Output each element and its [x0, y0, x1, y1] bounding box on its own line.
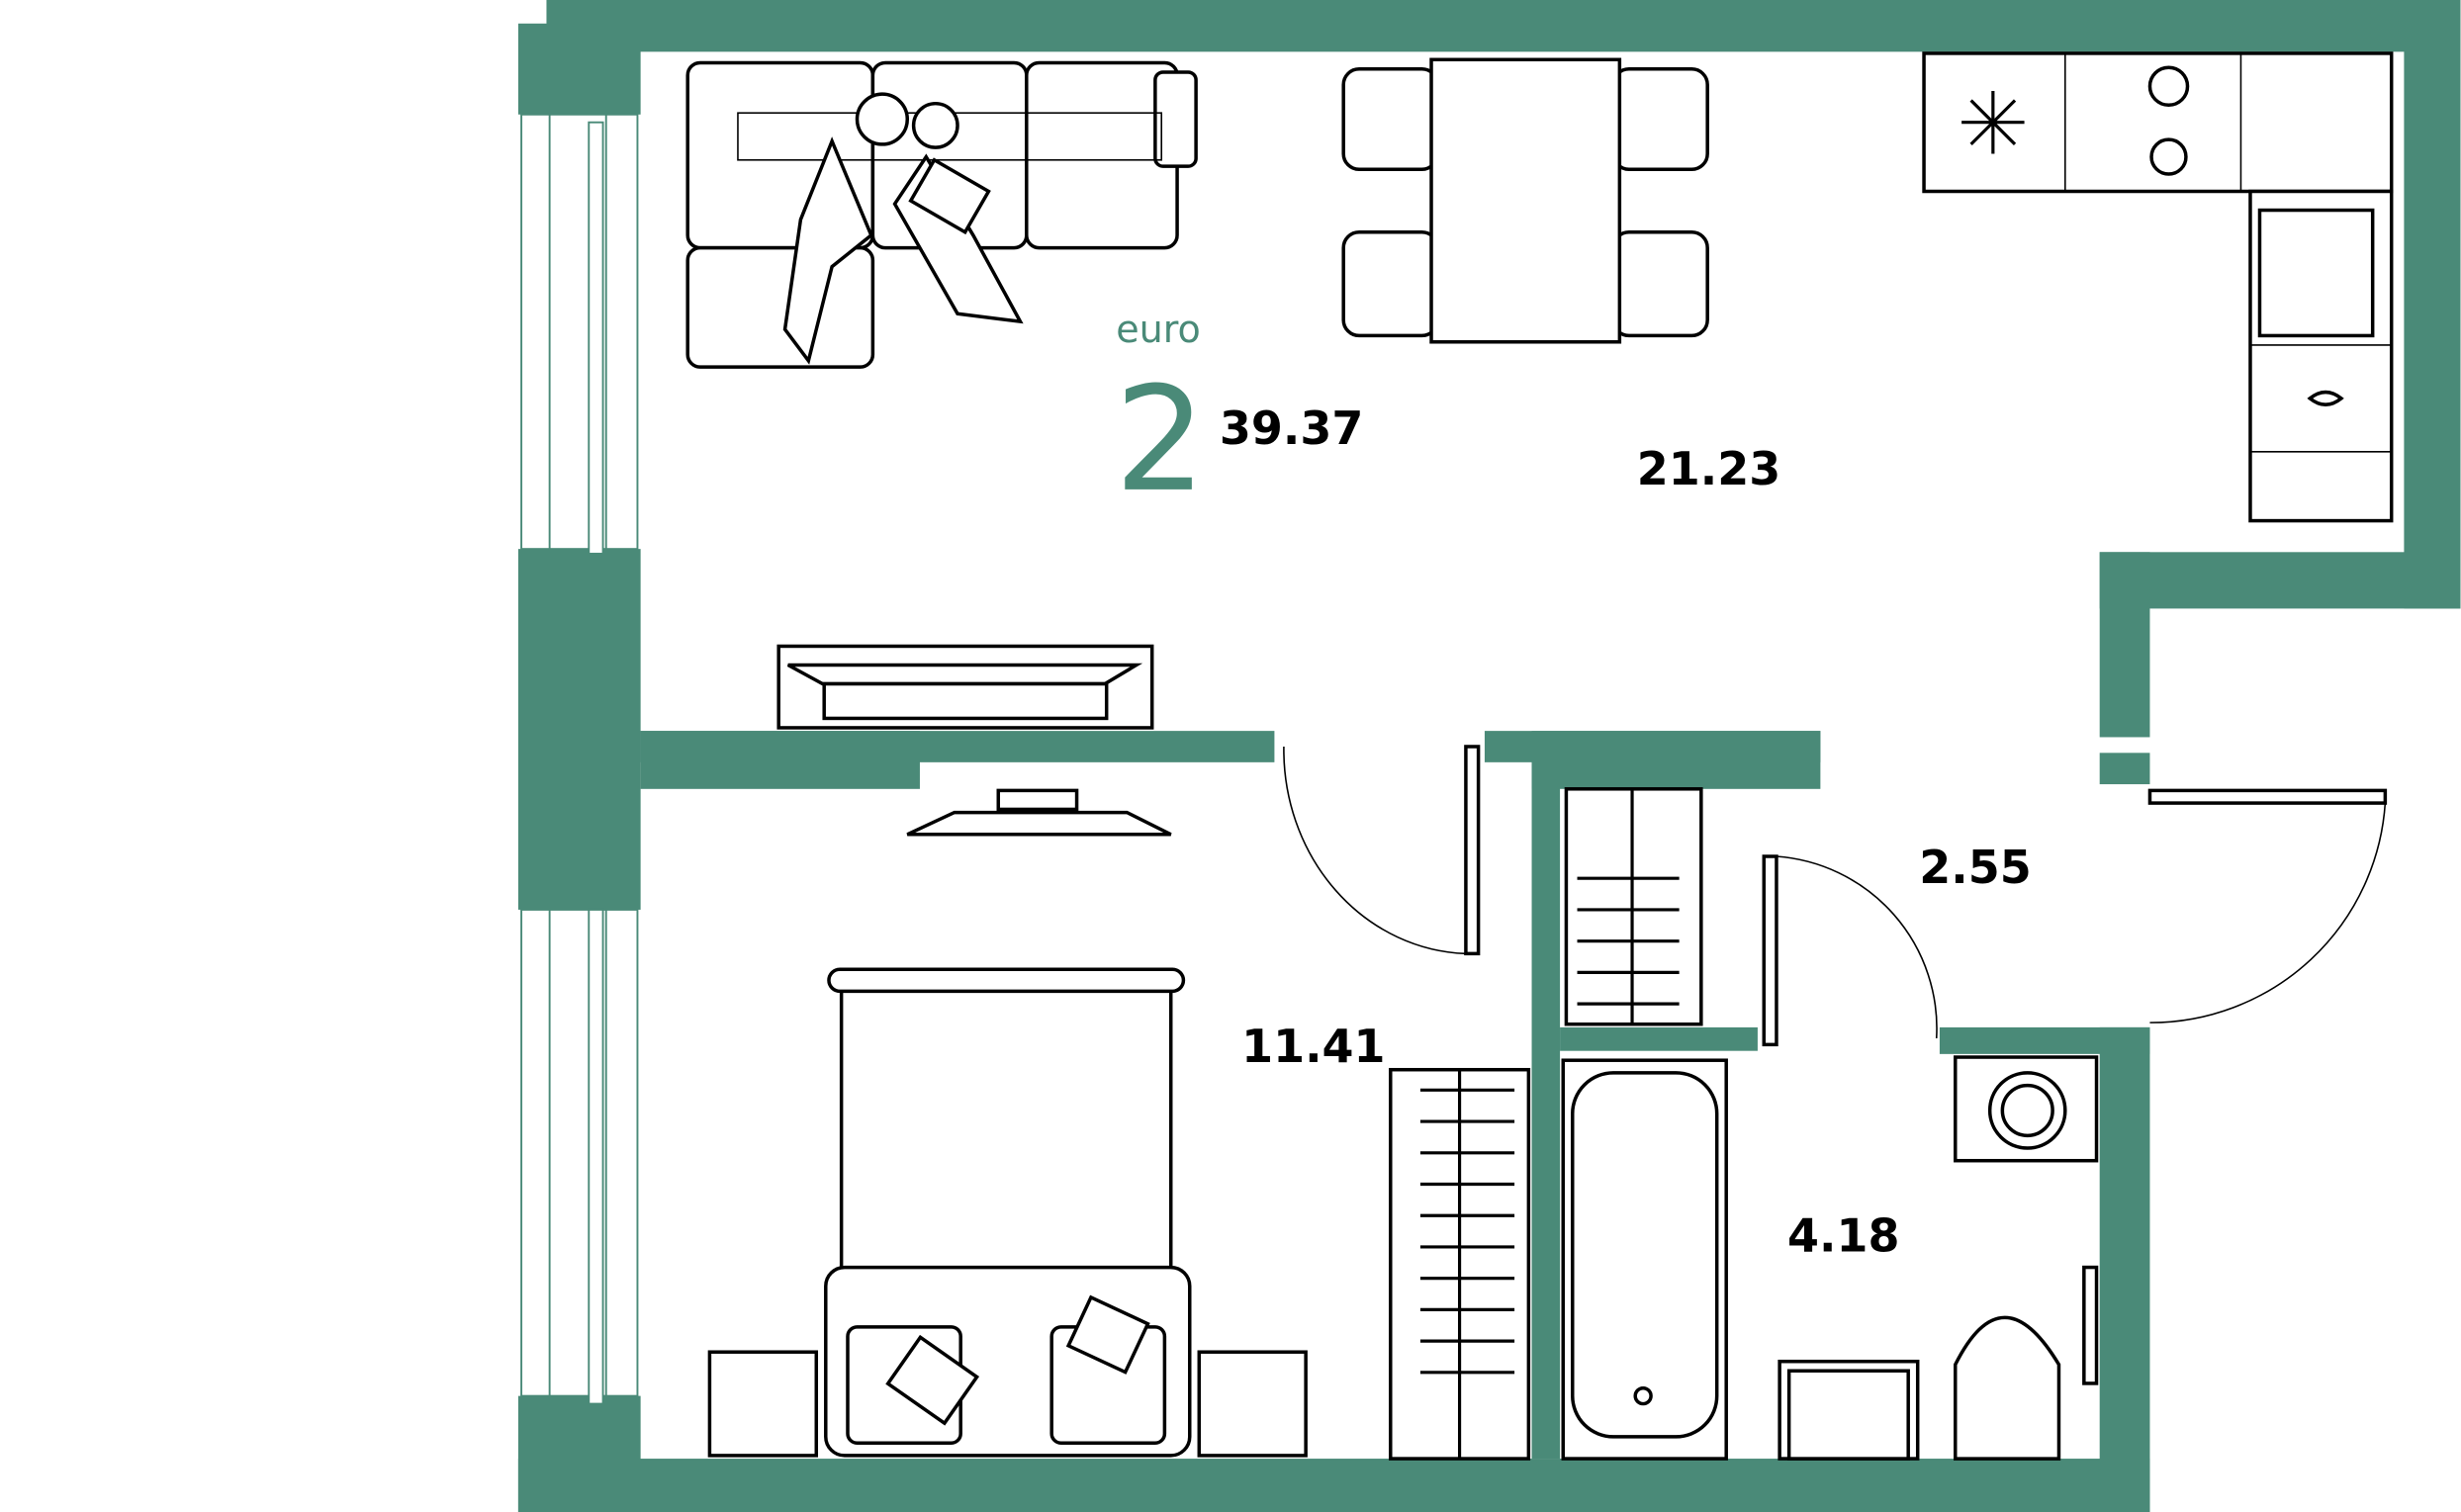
washing-machine [1954, 1055, 2099, 1163]
doors [1283, 745, 2388, 1047]
room-area-hallway: 2.55 [1919, 841, 2031, 894]
total-area: 39.37 [1220, 401, 1363, 455]
nightstand-right [1197, 1350, 1308, 1458]
dining-table [1341, 57, 1709, 344]
sink [1777, 1359, 1920, 1461]
people-icon [782, 92, 1024, 365]
nightstand-left [707, 1350, 819, 1458]
tv-bedroom [906, 788, 1172, 837]
toilet [1954, 1265, 2099, 1461]
apartment-type-label: euro [1116, 308, 1201, 351]
room-area-bathroom: 4.18 [1787, 1209, 1899, 1263]
closet [1564, 787, 1703, 1026]
window-living [520, 113, 639, 555]
bed [824, 967, 1192, 1458]
sofa [685, 60, 1198, 369]
walls [517, 0, 2461, 1512]
tv-stand [776, 644, 1154, 730]
snowflake-icon [1961, 90, 2025, 154]
wardrobe [1389, 1067, 1531, 1461]
room-area-living: 21.23 [1637, 442, 1780, 495]
window-bedroom [520, 908, 639, 1405]
room-area-bedroom: 11.41 [1241, 1020, 1385, 1073]
bathtub [1561, 1058, 1728, 1461]
rooms-count: 2 [1115, 357, 1207, 524]
